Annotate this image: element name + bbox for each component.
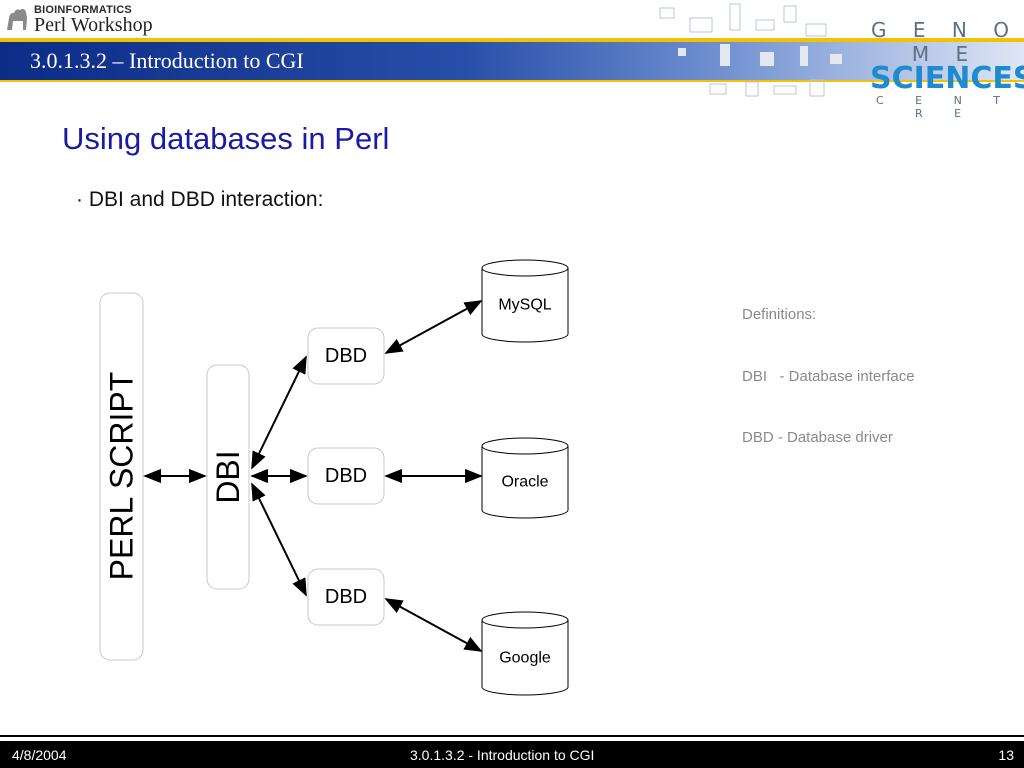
- header: BIOINFORMATICS Perl Workshop 3.0.1.3.2 –…: [0, 0, 1024, 120]
- dbd-box-top: [307, 327, 385, 385]
- dbd-label-middle: DBD: [325, 465, 367, 487]
- db-label-oracle: Oracle: [501, 474, 548, 491]
- footer-date: 4/8/2004: [12, 747, 67, 763]
- perl-script-label: PERL SCRIPT: [104, 372, 140, 581]
- logo-main-text: Perl Workshop: [34, 14, 153, 36]
- genome-sciences-centre-logo: G E N O M E SCIENCES C E N T R E: [870, 18, 1024, 120]
- arrow-dbd-google: [384, 598, 483, 652]
- arrow-dbd-mysql: [384, 300, 483, 354]
- camel-logo-icon: [7, 8, 27, 30]
- definition-dbi: DBI - Database interface: [742, 367, 915, 385]
- db-label-google: Google: [499, 650, 551, 667]
- database-google: Google: [481, 611, 569, 696]
- logo-top-text: BIOINFORMATICS: [34, 4, 132, 16]
- title-band: [0, 38, 1024, 82]
- definitions-heading: Definitions:: [742, 306, 817, 323]
- dbd-label-bottom: DBD: [325, 586, 367, 608]
- database-mysql: MySQL: [481, 259, 569, 343]
- footer-page-number: 13: [998, 747, 1014, 763]
- org-line-1: G E N O M E: [871, 18, 1019, 66]
- definition-dbd: DBD - Database driver: [742, 429, 893, 446]
- arrow-dbi-dbd-bottom: [251, 482, 307, 597]
- org-line-2: SCIENCES: [870, 61, 1024, 96]
- header-decoration: [659, 3, 842, 97]
- definitions: Definitions: DBI - Database interface DB…: [742, 264, 915, 469]
- dbd-label-top: DBD: [325, 345, 367, 367]
- slide-title: Using databases in Perl: [62, 121, 390, 156]
- footer-divider: [0, 735, 1024, 737]
- perl-script-box: [99, 292, 144, 661]
- bullet-text: · DBI and DBD interaction:: [76, 188, 324, 211]
- org-line-3: C E N T R E: [875, 94, 1015, 120]
- dbd-box-middle: [307, 447, 385, 505]
- dbd-box-bottom: [307, 568, 385, 626]
- dbi-label: DBI: [210, 450, 246, 503]
- dbi-dbd-diagram: PERL SCRIPT DBI DBD DBD DBD MySQL Oracle…: [99, 259, 569, 696]
- band-title: 3.0.1.3.2 – Introduction to CGI: [30, 48, 304, 73]
- footer-title: 3.0.1.3.2 - Introduction to CGI: [410, 747, 595, 763]
- arrow-dbi-dbd-top: [251, 355, 307, 470]
- database-oracle: Oracle: [481, 437, 569, 519]
- footer: 4/8/2004 3.0.1.3.2 - Introduction to CGI…: [0, 741, 1024, 768]
- dbi-box: [206, 364, 250, 590]
- db-label-mysql: MySQL: [498, 297, 551, 314]
